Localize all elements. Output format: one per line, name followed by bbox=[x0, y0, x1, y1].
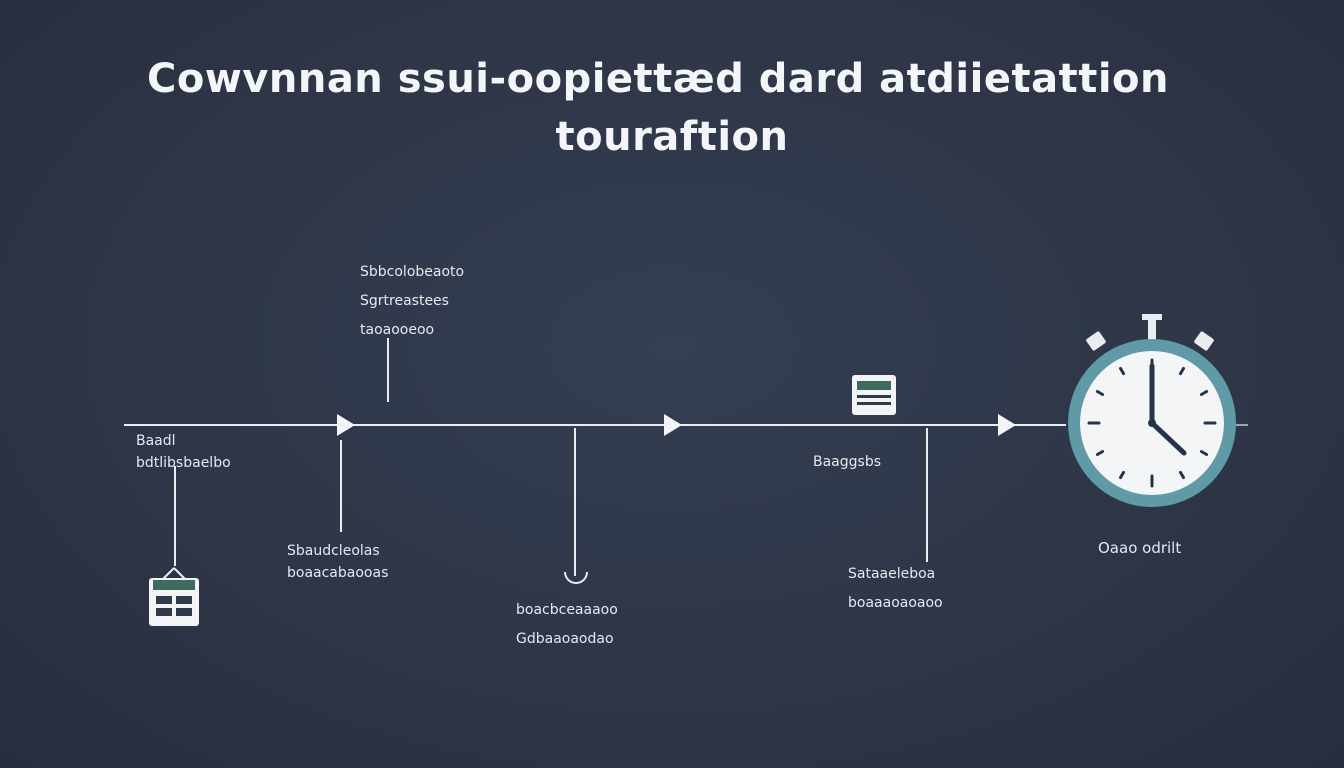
connector-start-marker bbox=[174, 466, 176, 566]
connector-top-label bbox=[387, 338, 389, 402]
label-below-1-line-2: boaacabaooas bbox=[287, 565, 389, 581]
connector-below-3 bbox=[926, 428, 928, 562]
label-clock-caption: Oaao odrilt bbox=[1098, 534, 1181, 563]
label-start: Baadl bdtlibsbaelbo bbox=[136, 430, 231, 474]
label-top-left-line-3: taoaooeoo bbox=[360, 322, 435, 338]
label-top-left: Sbbcolobeaoto Sgrtreastees taoaooeoo bbox=[360, 258, 464, 345]
timeline-axis bbox=[124, 424, 1066, 426]
page-subtitle: touraftion bbox=[555, 114, 789, 160]
label-top-left-line-2: Sgrtreastees bbox=[360, 293, 449, 309]
label-top-left-line-1: Sbbcolobeaoto bbox=[360, 264, 465, 280]
label-clock-caption-line-1: Oaao odrilt bbox=[1098, 539, 1182, 557]
connector-below-1 bbox=[340, 440, 342, 532]
stopwatch-icon bbox=[1062, 310, 1242, 510]
label-below-3-line-1: Sataaeleboa bbox=[848, 566, 936, 582]
timeline-arrow-2 bbox=[664, 414, 682, 436]
label-mid-right-line-1: Baaggsbs bbox=[813, 454, 882, 470]
label-below-3-line-2: boaaaoaoaoo bbox=[848, 595, 943, 611]
label-below-2-line-2: Gdbaaoaodao bbox=[516, 631, 614, 647]
label-below-1-line-1: Sbaudcleolas bbox=[287, 543, 380, 559]
label-start-line-2: bdtlibsbaelbo bbox=[136, 455, 231, 471]
label-start-line-1: Baadl bbox=[136, 433, 176, 449]
label-below-2-line-1: boacbceaaaoo bbox=[516, 602, 618, 618]
label-below-3: Sataaeleboa boaaaoaoaoo bbox=[848, 560, 943, 618]
label-below-1: Sbaudcleolas boaacabaooas bbox=[287, 540, 388, 584]
document-icon bbox=[852, 375, 896, 415]
timeline-arrow-1 bbox=[337, 414, 355, 436]
connector-below-2-hook bbox=[564, 572, 588, 584]
label-mid-right: Baaggsbs bbox=[813, 448, 881, 477]
label-below-2: boacbceaaaoo Gdbaaoaodao bbox=[516, 596, 618, 654]
calendar-icon bbox=[148, 566, 200, 628]
timeline-arrow-3 bbox=[998, 414, 1016, 436]
page-title: Cowvnnan ssui-oopiettæd dard atdiietatti… bbox=[147, 56, 1169, 102]
timeline-end-tick bbox=[1234, 424, 1248, 426]
connector-below-2 bbox=[574, 428, 576, 576]
